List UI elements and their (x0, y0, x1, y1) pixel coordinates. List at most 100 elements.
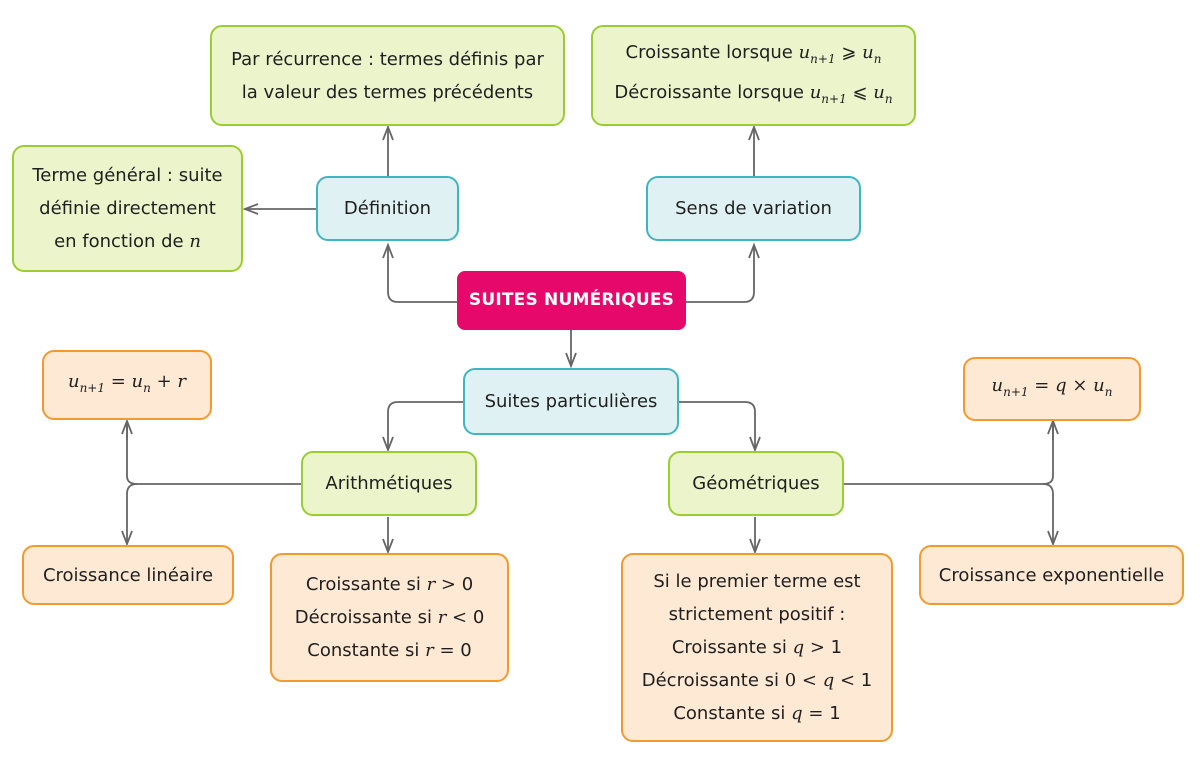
ac1-var: r (426, 574, 436, 595)
af-plus: + (150, 371, 178, 392)
arithmetic-case-2: Décroissante si r < 0 (295, 601, 485, 634)
arithmetic-growth-label: Croissance linéaire (42, 564, 214, 586)
gc2-var: q (822, 670, 835, 691)
ac2-val: 0 (472, 607, 485, 628)
increasing-u1: u (798, 41, 811, 63)
ac2-var: r (437, 607, 447, 628)
geometric-cases-node: Si le premier terme est strictement posi… (621, 553, 893, 742)
particular-node: Suites particulières (463, 368, 679, 435)
geometric-case-2: Décroissante si 0 < q < 1 (642, 664, 873, 697)
arrow-geometric-growth (1042, 483, 1053, 544)
gc1-var: q (792, 637, 805, 658)
arithmetic-formula: un+1 = un + r (68, 365, 186, 405)
recurrence-node: Par récurrence : termes définis par la v… (210, 25, 565, 126)
leq-sign: ⩽ (852, 81, 868, 103)
af-u1: u (67, 371, 80, 392)
gc1-op: > (804, 637, 831, 658)
particular-label: Suites particulières (484, 391, 658, 412)
ac3-val: 0 (460, 640, 472, 661)
geometric-formula: un+1 = q × un (992, 369, 1113, 409)
af-eq: = (105, 371, 132, 392)
arrow-particular-arithmetic (388, 401, 464, 450)
arithmetic-case-3: Constante si r = 0 (307, 634, 471, 667)
geometric-growth-label: Croissance exponentielle (938, 564, 1165, 586)
decreasing-sub2: n (884, 91, 893, 106)
general-var: n (189, 231, 201, 252)
geometric-case-1: Croissante si q > 1 (672, 631, 842, 664)
gc2-val: 1 (860, 670, 873, 691)
ac1-text: Croissante si (305, 574, 427, 595)
increasing-u2: u (862, 41, 874, 63)
general-line-3-text: en fonction de (54, 231, 190, 252)
arithmetic-label: Arithmétiques (325, 473, 453, 494)
arithmetic-formula-node: un+1 = un + r (42, 350, 212, 420)
ac3-text: Constante si (307, 640, 426, 661)
ac2-text: Décroissante si (294, 607, 438, 628)
geometric-node: Géométriques (668, 451, 844, 516)
line-geometric-branch (843, 421, 1054, 485)
definition-node: Définition (316, 176, 459, 241)
root-node: SUITES NUMÉRIQUES (457, 271, 686, 330)
arithmetic-case-1: Croissante si r > 0 (306, 568, 473, 601)
general-term-node: Terme général : suite définie directemen… (12, 145, 243, 272)
general-line-1: Terme général : suite (32, 165, 223, 186)
geometric-case-3: Constante si q = 1 (673, 697, 840, 730)
variation-label: Sens de variation (675, 198, 832, 219)
variation-node: Sens de variation (646, 176, 861, 241)
geometric-formula-node: un+1 = q × un (963, 357, 1141, 421)
af-sub1: n+1 (79, 381, 105, 395)
gc2-op: < (834, 670, 861, 691)
gc2-pre: 0 < (784, 670, 823, 691)
geometric-growth-node: Croissance exponentielle (919, 545, 1184, 605)
general-line-3: en fonction de n (54, 225, 201, 258)
arrow-arithmetic-growth (127, 483, 138, 544)
gc3-val: 1 (829, 703, 841, 724)
decreasing-text: Décroissante lorsque (614, 81, 810, 103)
gf-u1: u (991, 375, 1004, 396)
ac1-op: > (435, 574, 462, 595)
geometric-condition-1: Si le premier terme est (653, 571, 861, 592)
gc3-op: = (802, 703, 830, 724)
gc1-text: Croissante si (671, 637, 793, 658)
definition-label: Définition (343, 198, 432, 219)
gc2-text: Décroissante si (641, 670, 785, 691)
af-sub2: n (143, 381, 151, 395)
decreasing-sub1: n+1 (821, 91, 847, 106)
geq-sign: ⩾ (841, 41, 857, 63)
af-u2: u (131, 371, 144, 392)
geometric-label: Géométriques (692, 473, 820, 494)
recurrence-line-1: Par récurrence : termes définis par (231, 48, 544, 70)
arrow-root-definition (388, 245, 457, 303)
arrow-root-variation (686, 245, 754, 303)
increasing-sub2: n (873, 51, 882, 66)
decreasing-u1: u (809, 81, 822, 103)
increasing-sub1: n+1 (810, 51, 836, 66)
gf-q: q (1055, 375, 1067, 396)
increasing-line: Croissante lorsque un+1 ⩾ un (626, 36, 882, 76)
arrow-particular-geometric (678, 401, 755, 450)
ac1-val: 0 (461, 574, 474, 595)
recurrence-line-2: la valeur des termes précédents (241, 81, 534, 103)
geometric-condition-2: strictement positif : (668, 604, 846, 625)
ac3-var: r (425, 640, 434, 661)
line-arithmetic-branch (126, 421, 302, 485)
arithmetic-cases-node: Croissante si r > 0 Décroissante si r < … (270, 553, 509, 682)
arithmetic-growth-node: Croissance linéaire (22, 545, 234, 605)
root-label: SUITES NUMÉRIQUES (468, 290, 675, 310)
variation-formulas-node: Croissante lorsque un+1 ⩾ un Décroissant… (591, 25, 916, 126)
gc3-var: q (791, 703, 803, 724)
increasing-text: Croissante lorsque (625, 41, 799, 63)
gf-times: × (1066, 375, 1094, 396)
gc1-val: 1 (830, 637, 843, 658)
decreasing-line: Décroissante lorsque un+1 ⩽ un (614, 76, 892, 116)
af-r: r (177, 371, 186, 392)
gc3-text: Constante si (673, 703, 792, 724)
gf-sub2: n (1104, 385, 1113, 399)
decreasing-u2: u (873, 81, 885, 103)
gf-sub1: n+1 (1003, 385, 1029, 399)
gf-eq: = (1028, 375, 1056, 396)
arithmetic-node: Arithmétiques (301, 451, 477, 516)
ac2-op: < (446, 607, 473, 628)
ac3-op: = (433, 640, 461, 661)
